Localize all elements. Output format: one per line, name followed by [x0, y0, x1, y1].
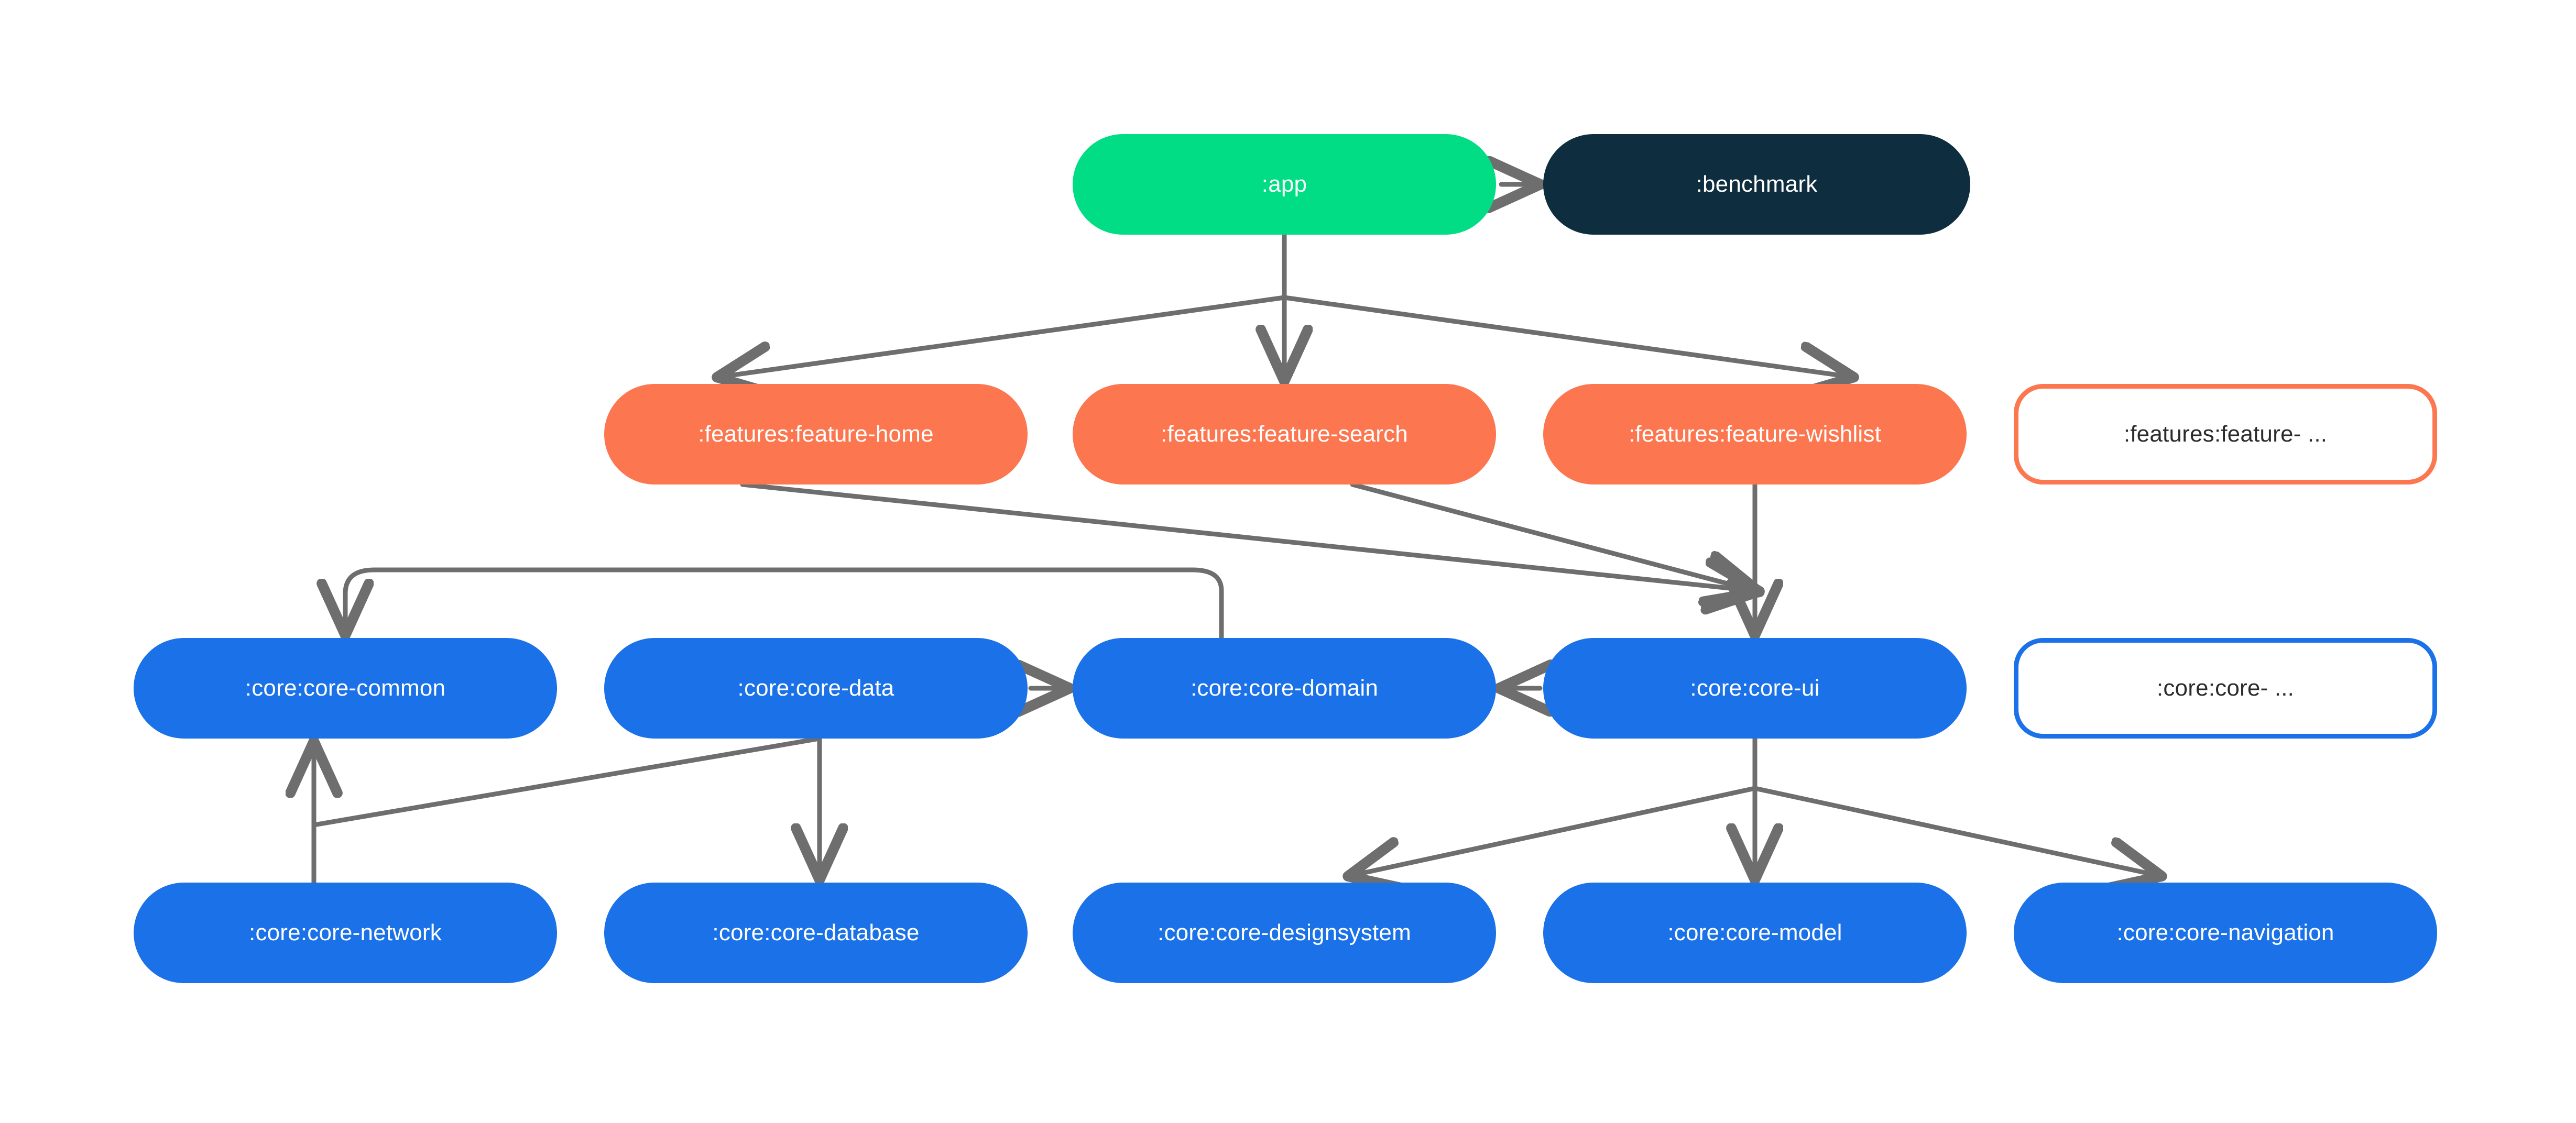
module-node-core-domain[interactable]: :core:core-domain [1073, 638, 1496, 739]
module-node-feature-more[interactable]: :features:feature- ... [2014, 384, 2437, 485]
module-node-core-model[interactable]: :core:core-model [1543, 883, 1967, 983]
module-node-label: :core:core-data [737, 675, 894, 701]
module-node-core-navigation[interactable]: :core:core-navigation [2014, 883, 2437, 983]
module-node-label: :core:core-ui [1690, 675, 1820, 701]
module-node-label: :core:core-model [1667, 919, 1842, 945]
module-node-label: :features:feature-home [698, 421, 934, 447]
module-node-label: :core:core-common [245, 675, 446, 701]
module-node-core-database[interactable]: :core:core-database [604, 883, 1028, 983]
module-node-app[interactable]: :app [1073, 134, 1496, 235]
module-node-label: :app [1261, 171, 1307, 197]
module-node-core-ui[interactable]: :core:core-ui [1543, 638, 1967, 739]
module-node-core-network[interactable]: :core:core-network [134, 883, 557, 983]
module-node-core-data[interactable]: :core:core-data [604, 638, 1028, 739]
module-node-label: :core:core-designsystem [1158, 919, 1411, 945]
edge-app-to-feature-home [722, 232, 1287, 377]
module-node-feature-search[interactable]: :features:feature-search [1073, 384, 1496, 485]
module-node-label: :core:core-network [249, 919, 442, 945]
module-node-feature-wishlist[interactable]: :features:feature-wishlist [1543, 384, 1967, 485]
module-node-label: :core:core-domain [1191, 675, 1378, 701]
module-node-label: :core:core- ... [2156, 675, 2295, 701]
module-node-label: :features:feature-wishlist [1628, 421, 1882, 447]
module-node-feature-home[interactable]: :features:feature-home [604, 384, 1028, 485]
module-node-label: :features:feature-search [1161, 421, 1408, 447]
module-node-label: :features:feature- ... [2123, 421, 2328, 447]
module-node-core-more[interactable]: :core:core- ... [2014, 638, 2437, 739]
edge-core-domain-to-core-common [345, 567, 1224, 638]
module-node-label: :benchmark [1696, 171, 1818, 197]
module-node-benchmark[interactable]: :benchmark [1543, 134, 1970, 235]
module-node-core-designsystem[interactable]: :core:core-designsystem [1073, 883, 1496, 983]
edge-core-ui-to-core-designsystem [1352, 736, 1758, 875]
module-node-core-common[interactable]: :core:core-common [134, 638, 557, 739]
edge-feature-search-to-core-ui [1350, 482, 1755, 591]
edge-app-to-feature-wishlist [1282, 232, 1849, 377]
edge-core-ui-to-core-navigation [1752, 736, 2157, 875]
module-node-label: :core:core-navigation [2116, 919, 2334, 945]
module-node-label: :core:core-database [712, 919, 920, 945]
edge-core-data-to-core-network [311, 736, 822, 828]
edge-feature-home-to-core-ui [740, 482, 1755, 591]
